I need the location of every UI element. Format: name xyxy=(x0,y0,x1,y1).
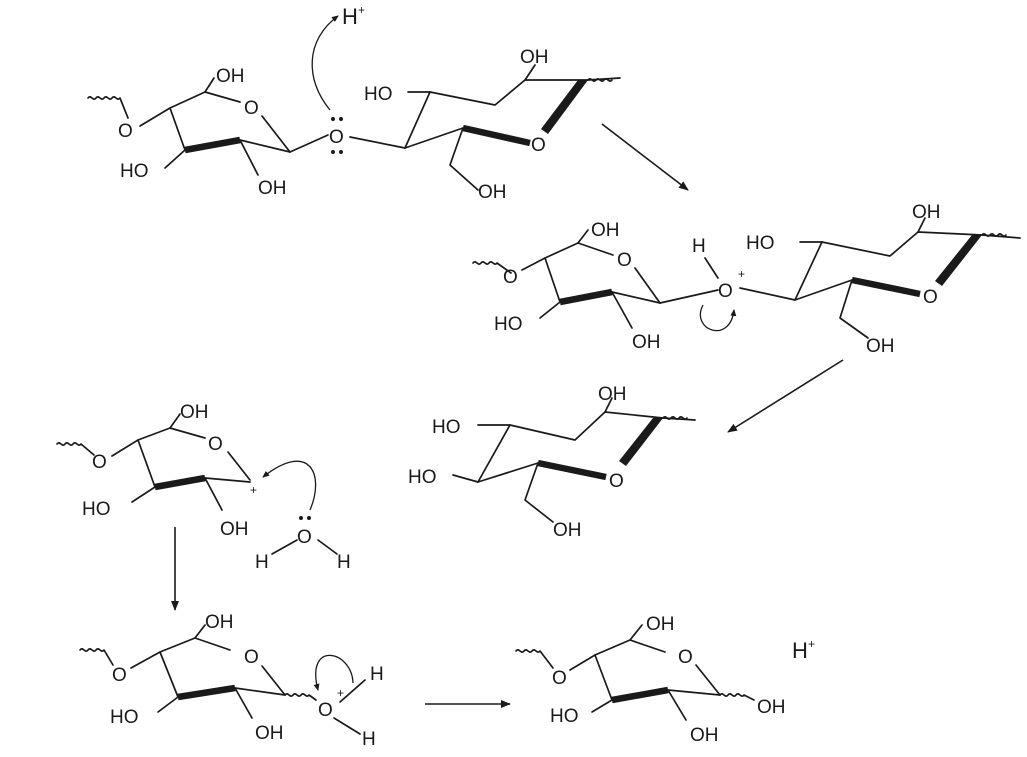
c2-hydroxyl-label-r2: OH xyxy=(912,202,941,223)
ring-oxygen-label: O xyxy=(244,98,259,119)
hydroxymethyl-label-5: OH xyxy=(205,612,234,633)
reaction-arrow-2 xyxy=(727,359,844,433)
ring-oxygen-label-2: O xyxy=(617,250,632,271)
hydroxymethyl-label-2: OH xyxy=(591,220,620,241)
ring-oxygen-o4: O xyxy=(118,121,133,142)
regenerated-proton-charge: + xyxy=(808,637,815,651)
attached-h-label: H xyxy=(692,236,706,257)
oxonium-water-5: O + H H xyxy=(313,654,384,750)
c3-hydroxyl-label-2: HO xyxy=(494,314,523,335)
product-glucose-ring: O OH O HO OH OH xyxy=(515,614,786,746)
c3-hydroxyl-label-6: HO xyxy=(550,706,579,727)
c3-hydroxyl-label-3: HO xyxy=(432,417,461,438)
ring-oxygen-o4-6: O xyxy=(552,668,567,689)
c3-hydroxyl-label-r2: HO xyxy=(746,233,775,254)
ring-oxygen-o4-2: O xyxy=(503,267,518,288)
c2-hydroxyl-label-r1: OH xyxy=(520,47,549,68)
water-oxygen-label: O xyxy=(297,527,312,548)
hydroxymethyl-label-4: OH xyxy=(180,402,209,423)
glucose-ring-right-2: HO OH O OH xyxy=(746,202,1021,357)
glucose-ring-left-1: O OH O HO OH xyxy=(87,66,329,199)
oxonium-h-lower: H xyxy=(362,729,376,750)
c3-hydroxyl-label-4: HO xyxy=(82,499,111,520)
c2-hydroxyl-label-6: OH xyxy=(690,725,719,746)
c2-hydroxyl-label-2: OH xyxy=(632,332,661,353)
glucose-ring-left-2: O OH O HO OH xyxy=(472,220,719,353)
c2-hydroxyl-label: OH xyxy=(258,178,287,199)
water-h-right: H xyxy=(337,552,351,573)
hydroxymethyl-label-r1: OH xyxy=(478,182,507,203)
ring-oxygen-label-6: O xyxy=(678,647,693,668)
oxonium-oxygen-label: O xyxy=(718,281,733,302)
c3-hydroxyl-label-r1: HO xyxy=(364,84,393,105)
anomeric-hydroxyl-label: OH xyxy=(757,697,786,718)
ring-oxygen-o4-5: O xyxy=(112,665,127,686)
regenerated-proton-label: H xyxy=(792,638,808,663)
c2-hydroxyl-label-4: OH xyxy=(220,519,249,540)
c4-hydroxyl-label-3: HO xyxy=(408,467,437,488)
ring-oxygen-o4-4: O xyxy=(92,452,107,473)
hydroxymethyl-label-6: OH xyxy=(646,614,675,635)
ring-oxygen-label-3: O xyxy=(609,471,624,492)
c3-hydroxyl-label: HO xyxy=(120,161,149,182)
reaction-arrow-1 xyxy=(601,123,689,191)
oxocarbenium-ring: O OH O + HO OH xyxy=(56,402,257,540)
c3-hydroxyl-label-5: HO xyxy=(110,707,139,728)
oxonium-charge: + xyxy=(738,267,745,281)
released-glucose-ring: HO OH HO O OH xyxy=(408,384,696,541)
c2-hydroxyl-label-3: OH xyxy=(598,384,627,405)
oxonium-charge-5: + xyxy=(337,686,344,700)
glycosidic-oxygen-label: O xyxy=(329,127,344,148)
glycosidic-oxygen-1: O H + xyxy=(311,3,406,154)
ring-oxygen-label-5: O xyxy=(244,647,259,668)
water-h-left: H xyxy=(255,552,269,573)
protonated-oxygen-2: H O + xyxy=(692,236,796,332)
oxonium-oxygen-label-5: O xyxy=(318,700,333,721)
carbocation-charge: + xyxy=(250,483,257,497)
hydroxymethyl-label-3: OH xyxy=(553,520,582,541)
water-nucleophile: O H H xyxy=(255,460,351,573)
ring-oxygen-label-r1: O xyxy=(531,135,546,156)
proton-charge: + xyxy=(358,3,365,17)
regenerated-proton: H + xyxy=(792,637,815,663)
oxonium-h-upper: H xyxy=(370,664,384,685)
c2-hydroxyl-label-5: OH xyxy=(255,723,284,744)
glucose-ring-right-1: HO OH O OH xyxy=(364,47,621,203)
hydroxymethyl-label: OH xyxy=(216,66,245,87)
ring-oxygen-label-r2: O xyxy=(923,287,938,308)
ring-oxygen-label-4: O xyxy=(208,434,223,455)
protonated-hemiacetal-ring: O OH O HO OH xyxy=(79,612,317,744)
proton-label: H xyxy=(342,4,358,29)
hydroxymethyl-label-r2: OH xyxy=(866,336,895,357)
